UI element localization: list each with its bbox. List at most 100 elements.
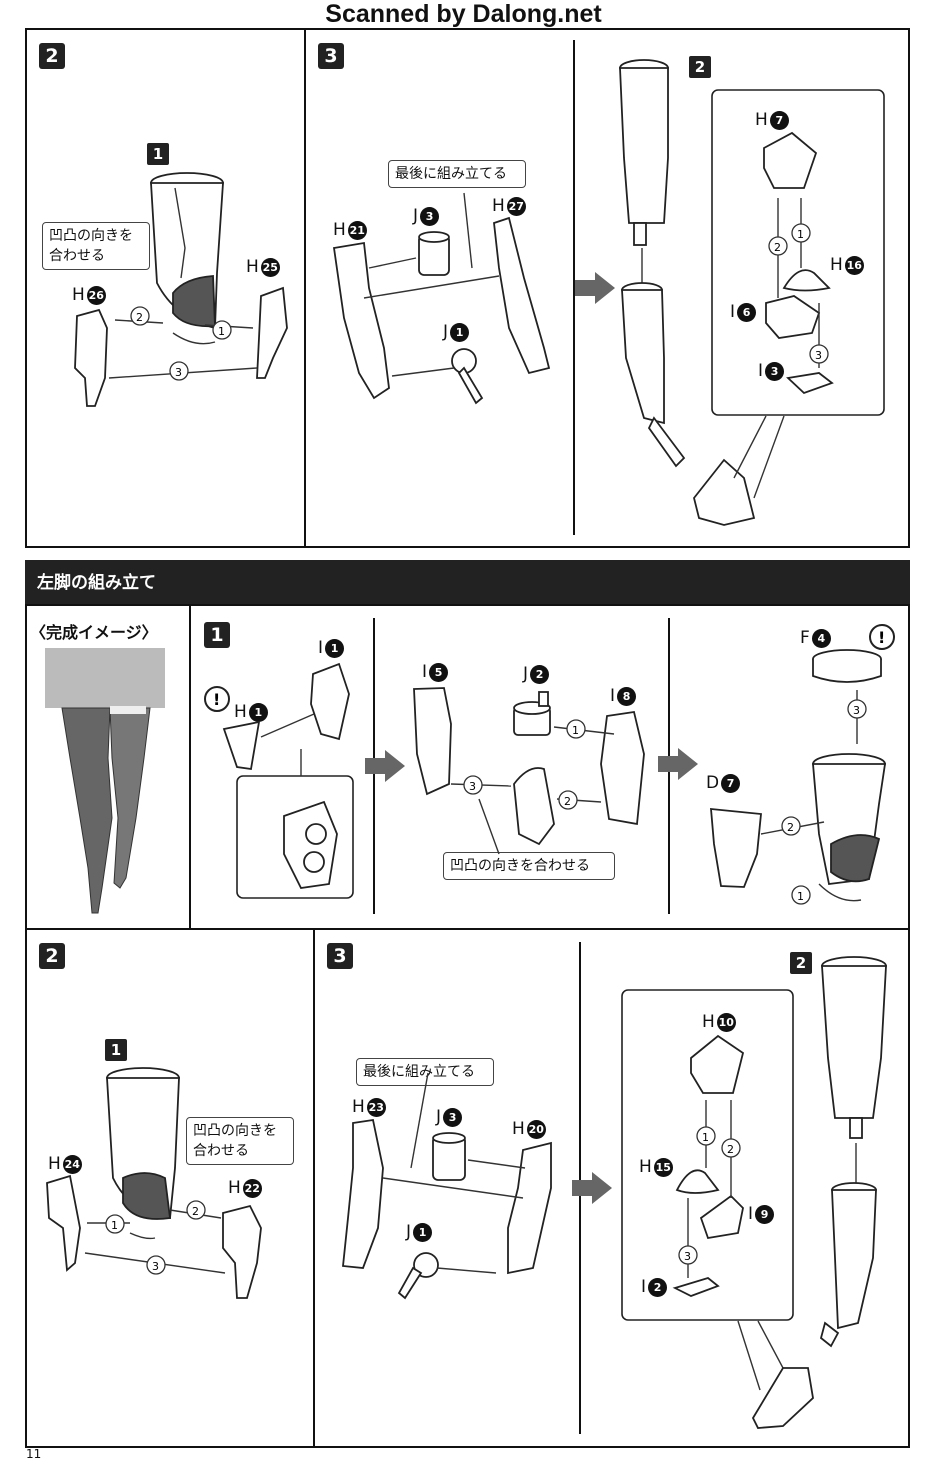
part-letter: I — [641, 1277, 647, 1297]
part-letter: J — [406, 1222, 412, 1242]
part-number: 23 — [366, 1097, 386, 1117]
bottom-step3-part-j1: J 1 — [406, 1222, 433, 1242]
bottom-step3-substep: 2 — [790, 952, 812, 974]
svg-text:2: 2 — [787, 821, 794, 834]
part-letter: H — [755, 110, 768, 130]
bottom-step3-part-h23: H 23 — [352, 1097, 386, 1117]
part-h27 — [493, 216, 551, 375]
svg-text:2: 2 — [136, 311, 143, 324]
knee-cap — [830, 834, 881, 883]
part-h22 — [222, 1204, 262, 1299]
bottom-step3-diagram: 1 2 3 — [342, 956, 887, 1429]
middle-flow-arrow-2 — [658, 748, 698, 780]
part-j1 — [413, 1252, 439, 1278]
middle-part-i8: I 8 — [610, 686, 637, 706]
part-h21 — [332, 241, 390, 400]
part-h26 — [74, 308, 108, 407]
part-number: 2 — [530, 664, 550, 684]
callout-text: 最後に組み立てる — [363, 1064, 475, 1080]
top-step3-substep: 2 — [689, 56, 711, 78]
part-letter: H — [246, 257, 259, 277]
bottom-step2-part-h24: H 24 — [48, 1154, 82, 1174]
bottom-step3b-part-i2: I 2 — [641, 1277, 668, 1297]
part-number: 1 — [248, 702, 268, 722]
middle-callout: 凹凸の向きを合わせる — [443, 852, 615, 880]
callout-text: 凹凸の向きを合わせる — [193, 1123, 277, 1159]
bottom-step3b-part-i9: I 9 — [748, 1204, 775, 1224]
top-step3-number: 3 — [318, 43, 344, 69]
part-number: 26 — [86, 285, 106, 305]
part-number: 7 — [769, 110, 789, 130]
part-number: 9 — [755, 1204, 775, 1224]
part-letter: H — [352, 1097, 365, 1117]
middle-part-d7: D 7 — [706, 773, 741, 793]
svg-text:1: 1 — [797, 228, 804, 241]
part-number: 3 — [443, 1107, 463, 1127]
part-number: 1 — [450, 322, 470, 342]
part-number: 2 — [648, 1277, 668, 1297]
bottom-step3b-part-h15: H 15 — [639, 1157, 673, 1177]
part-i8 — [600, 710, 645, 826]
part-letter: I — [422, 662, 428, 682]
part-knee — [513, 767, 555, 846]
part-letter: H — [234, 702, 247, 722]
completed-image — [45, 648, 165, 914]
svg-text:1: 1 — [218, 325, 225, 338]
bottom-flow-arrow — [572, 1172, 612, 1204]
svg-text:2: 2 — [774, 241, 781, 254]
part-number: 22 — [242, 1178, 262, 1198]
part-number: 25 — [260, 257, 280, 277]
top-step3-part-h21: H 21 — [333, 220, 367, 240]
part-number: 8 — [617, 686, 637, 706]
inset-box — [711, 89, 885, 416]
svg-text:!: ! — [878, 628, 885, 647]
top-step3b-part-i6: I 6 — [730, 302, 757, 322]
part-number: 3 — [420, 206, 440, 226]
middle-part-i5: I 5 — [422, 662, 449, 682]
knee-cap — [122, 1172, 172, 1220]
top-step2-number: 2 — [39, 43, 65, 69]
top-step3-part-j1: J 1 — [443, 322, 470, 342]
middle-part-j2: J 2 — [523, 664, 550, 684]
bottom-step2-diagram: 2 1 3 — [46, 1067, 262, 1299]
top-step3b-part-h16: H 16 — [830, 255, 864, 275]
top-step3b-part-h7: H 7 — [755, 110, 789, 130]
svg-text:3: 3 — [684, 1250, 691, 1263]
part-letter: H — [492, 196, 505, 216]
part-letter: I — [758, 361, 764, 381]
caution-icon — [204, 686, 230, 712]
part-number: 10 — [716, 1012, 736, 1032]
bottom-step3-callout: 最後に組み立てる — [356, 1058, 494, 1086]
page-number: 11 — [26, 1447, 42, 1461]
bottom-step3-part-h20: H 20 — [512, 1119, 546, 1139]
callout-text: 凹凸の向きを合わせる — [49, 228, 133, 264]
middle-part-h1: H 1 — [234, 702, 268, 722]
inset-box — [621, 989, 794, 1321]
part-h1 — [222, 720, 261, 771]
part-number: 27 — [506, 196, 526, 216]
svg-text:3: 3 — [815, 349, 822, 362]
part-i1 — [310, 662, 350, 741]
caution-icon — [869, 624, 895, 650]
part-number: 5 — [429, 662, 449, 682]
top-step2-part-h26: H 26 — [72, 285, 106, 305]
bottom-step2-callout: 凹凸の向きを合わせる — [186, 1117, 294, 1165]
part-number: 6 — [737, 302, 757, 322]
part-letter: H — [639, 1157, 652, 1177]
part-number: 7 — [721, 773, 741, 793]
svg-text:3: 3 — [853, 704, 860, 717]
top-step3-callout: 最後に組み立てる — [388, 160, 526, 188]
part-letter: H — [830, 255, 843, 275]
svg-text:1: 1 — [111, 1219, 118, 1232]
part-letter: H — [702, 1012, 715, 1032]
part-h23 — [342, 1118, 384, 1269]
part-number: 1 — [413, 1222, 433, 1242]
part-letter: H — [48, 1154, 61, 1174]
bottom-step3-part-j3: J 3 — [436, 1107, 463, 1127]
part-letter: D — [706, 773, 720, 793]
part-h25 — [256, 286, 288, 379]
part-i2 — [672, 1277, 720, 1297]
svg-text:!: ! — [213, 690, 220, 709]
part-i9 — [699, 1194, 744, 1240]
part-letter: J — [413, 206, 419, 226]
